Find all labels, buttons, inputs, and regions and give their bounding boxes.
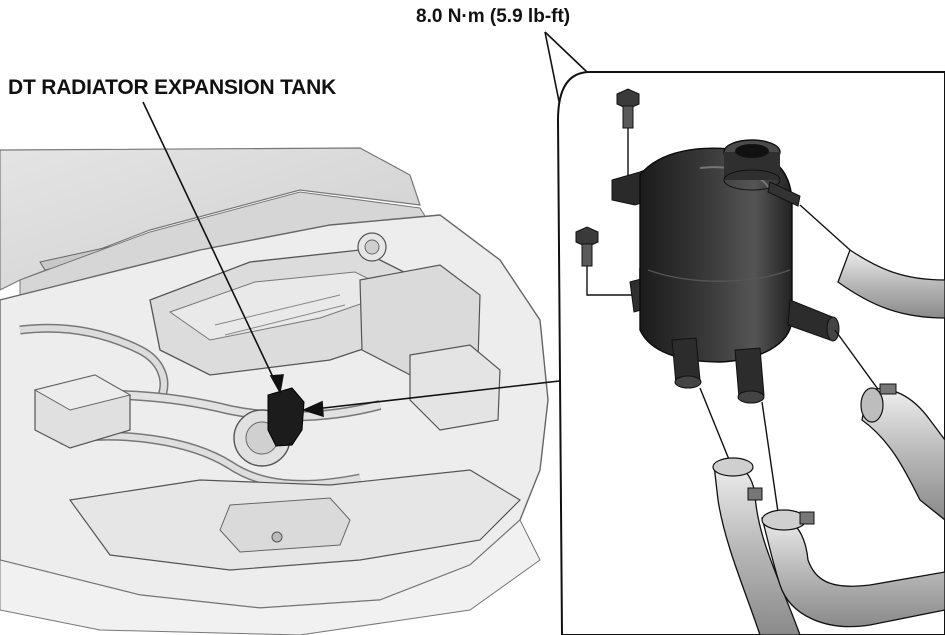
- bolt-icon: [575, 226, 599, 267]
- expansion-tank-location: [267, 387, 305, 447]
- expansion-tank: [611, 139, 840, 404]
- hood-panel: [0, 147, 421, 291]
- component-label: DT RADIATOR EXPANSION TANK: [8, 76, 337, 99]
- bolt-icon: [616, 88, 640, 129]
- hose-icon: [860, 383, 945, 521]
- engine-bay-illustration: [0, 147, 549, 635]
- hose-icon: [761, 509, 945, 628]
- detail-inset: [556, 71, 945, 635]
- hose-icon: [837, 249, 945, 319]
- torque-spec-label: 8.0 N·m (5.9 lb-ft): [416, 6, 571, 27]
